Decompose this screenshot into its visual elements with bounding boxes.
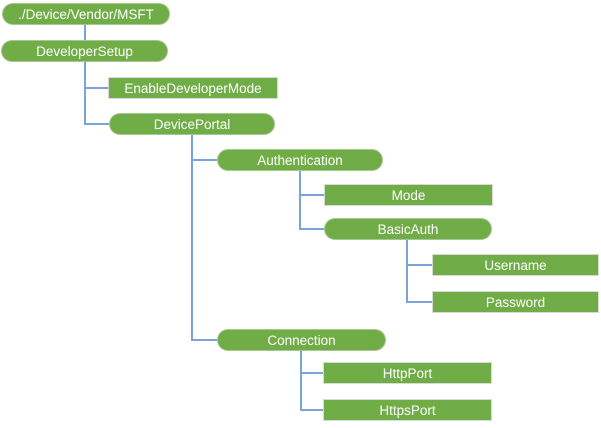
connector-line <box>406 240 408 303</box>
tree-node-mode: Mode <box>324 184 493 206</box>
tree-node-password: Password <box>432 291 599 313</box>
connector-line <box>299 194 324 196</box>
tree-node-connection: Connection <box>217 329 386 351</box>
connector-line <box>191 135 193 341</box>
tree-node-deviceportal: DevicePortal <box>109 113 275 135</box>
connector-line <box>406 264 432 266</box>
connector-line <box>406 301 432 303</box>
tree-node-httpsport: HttpsPort <box>323 399 492 421</box>
tree-node-httpport: HttpPort <box>323 362 492 384</box>
connector-line <box>300 350 302 411</box>
connector-line <box>84 123 109 125</box>
tree-node-basicauth: BasicAuth <box>324 218 492 240</box>
connector-line <box>84 87 108 89</box>
connector-line <box>191 159 217 161</box>
connector-line <box>84 25 86 40</box>
connector-line <box>299 228 324 230</box>
connector-line <box>300 409 323 411</box>
tree-node-authentication: Authentication <box>217 149 383 171</box>
connector-line <box>300 372 323 374</box>
tree-node-developersetup: DeveloperSetup <box>1 40 168 62</box>
tree-node-enabledevelopermode: EnableDeveloperMode <box>108 77 278 99</box>
tree-node-device-vendor-msft: ./Device/Vendor/MSFT <box>2 3 170 25</box>
tree-node-username: Username <box>432 254 599 276</box>
connector-line <box>299 171 301 230</box>
connector-line <box>191 339 217 341</box>
connector-line <box>84 62 86 125</box>
